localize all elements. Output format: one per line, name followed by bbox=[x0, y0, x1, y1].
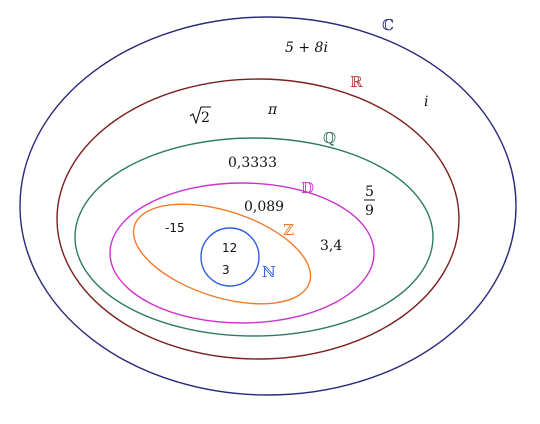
fraction-numerator: 5 bbox=[365, 184, 374, 200]
set-rational-ellipse bbox=[74, 137, 434, 337]
element-5-plus-8i: 5 + 8i bbox=[285, 40, 328, 56]
element-3-4: 3,4 bbox=[320, 238, 342, 254]
element-i: i bbox=[424, 94, 428, 110]
element-sqrt-2: 2 bbox=[189, 106, 211, 126]
element-fraction-5-9: 5 9 bbox=[364, 184, 375, 219]
element-12: 12 bbox=[222, 241, 237, 255]
set-rational-label: ℚ bbox=[323, 129, 336, 147]
element-3: 3 bbox=[222, 263, 230, 277]
set-integer-label: ℤ bbox=[283, 221, 294, 239]
set-complex-ellipse bbox=[19, 16, 517, 396]
set-decimal-ellipse bbox=[109, 182, 375, 324]
set-real-ellipse bbox=[56, 78, 460, 360]
element-pi: π bbox=[267, 102, 278, 118]
set-natural-circle bbox=[200, 227, 260, 287]
sqrt-radical-sign bbox=[189, 106, 211, 125]
set-complex-label: ℂ bbox=[382, 16, 394, 34]
element-minus-15: -15 bbox=[165, 221, 185, 235]
set-integer-ellipse bbox=[132, 203, 312, 305]
element-0-3333: 0,3333 bbox=[228, 155, 277, 171]
set-natural-label: ℕ bbox=[262, 263, 276, 281]
sqrt-radicand: 2 bbox=[201, 110, 210, 126]
set-real-label: ℝ bbox=[350, 73, 363, 91]
element-0-089: 0,089 bbox=[244, 199, 284, 215]
fraction-denominator: 9 bbox=[365, 203, 374, 219]
set-decimal-label: 𝔻 bbox=[301, 179, 314, 197]
